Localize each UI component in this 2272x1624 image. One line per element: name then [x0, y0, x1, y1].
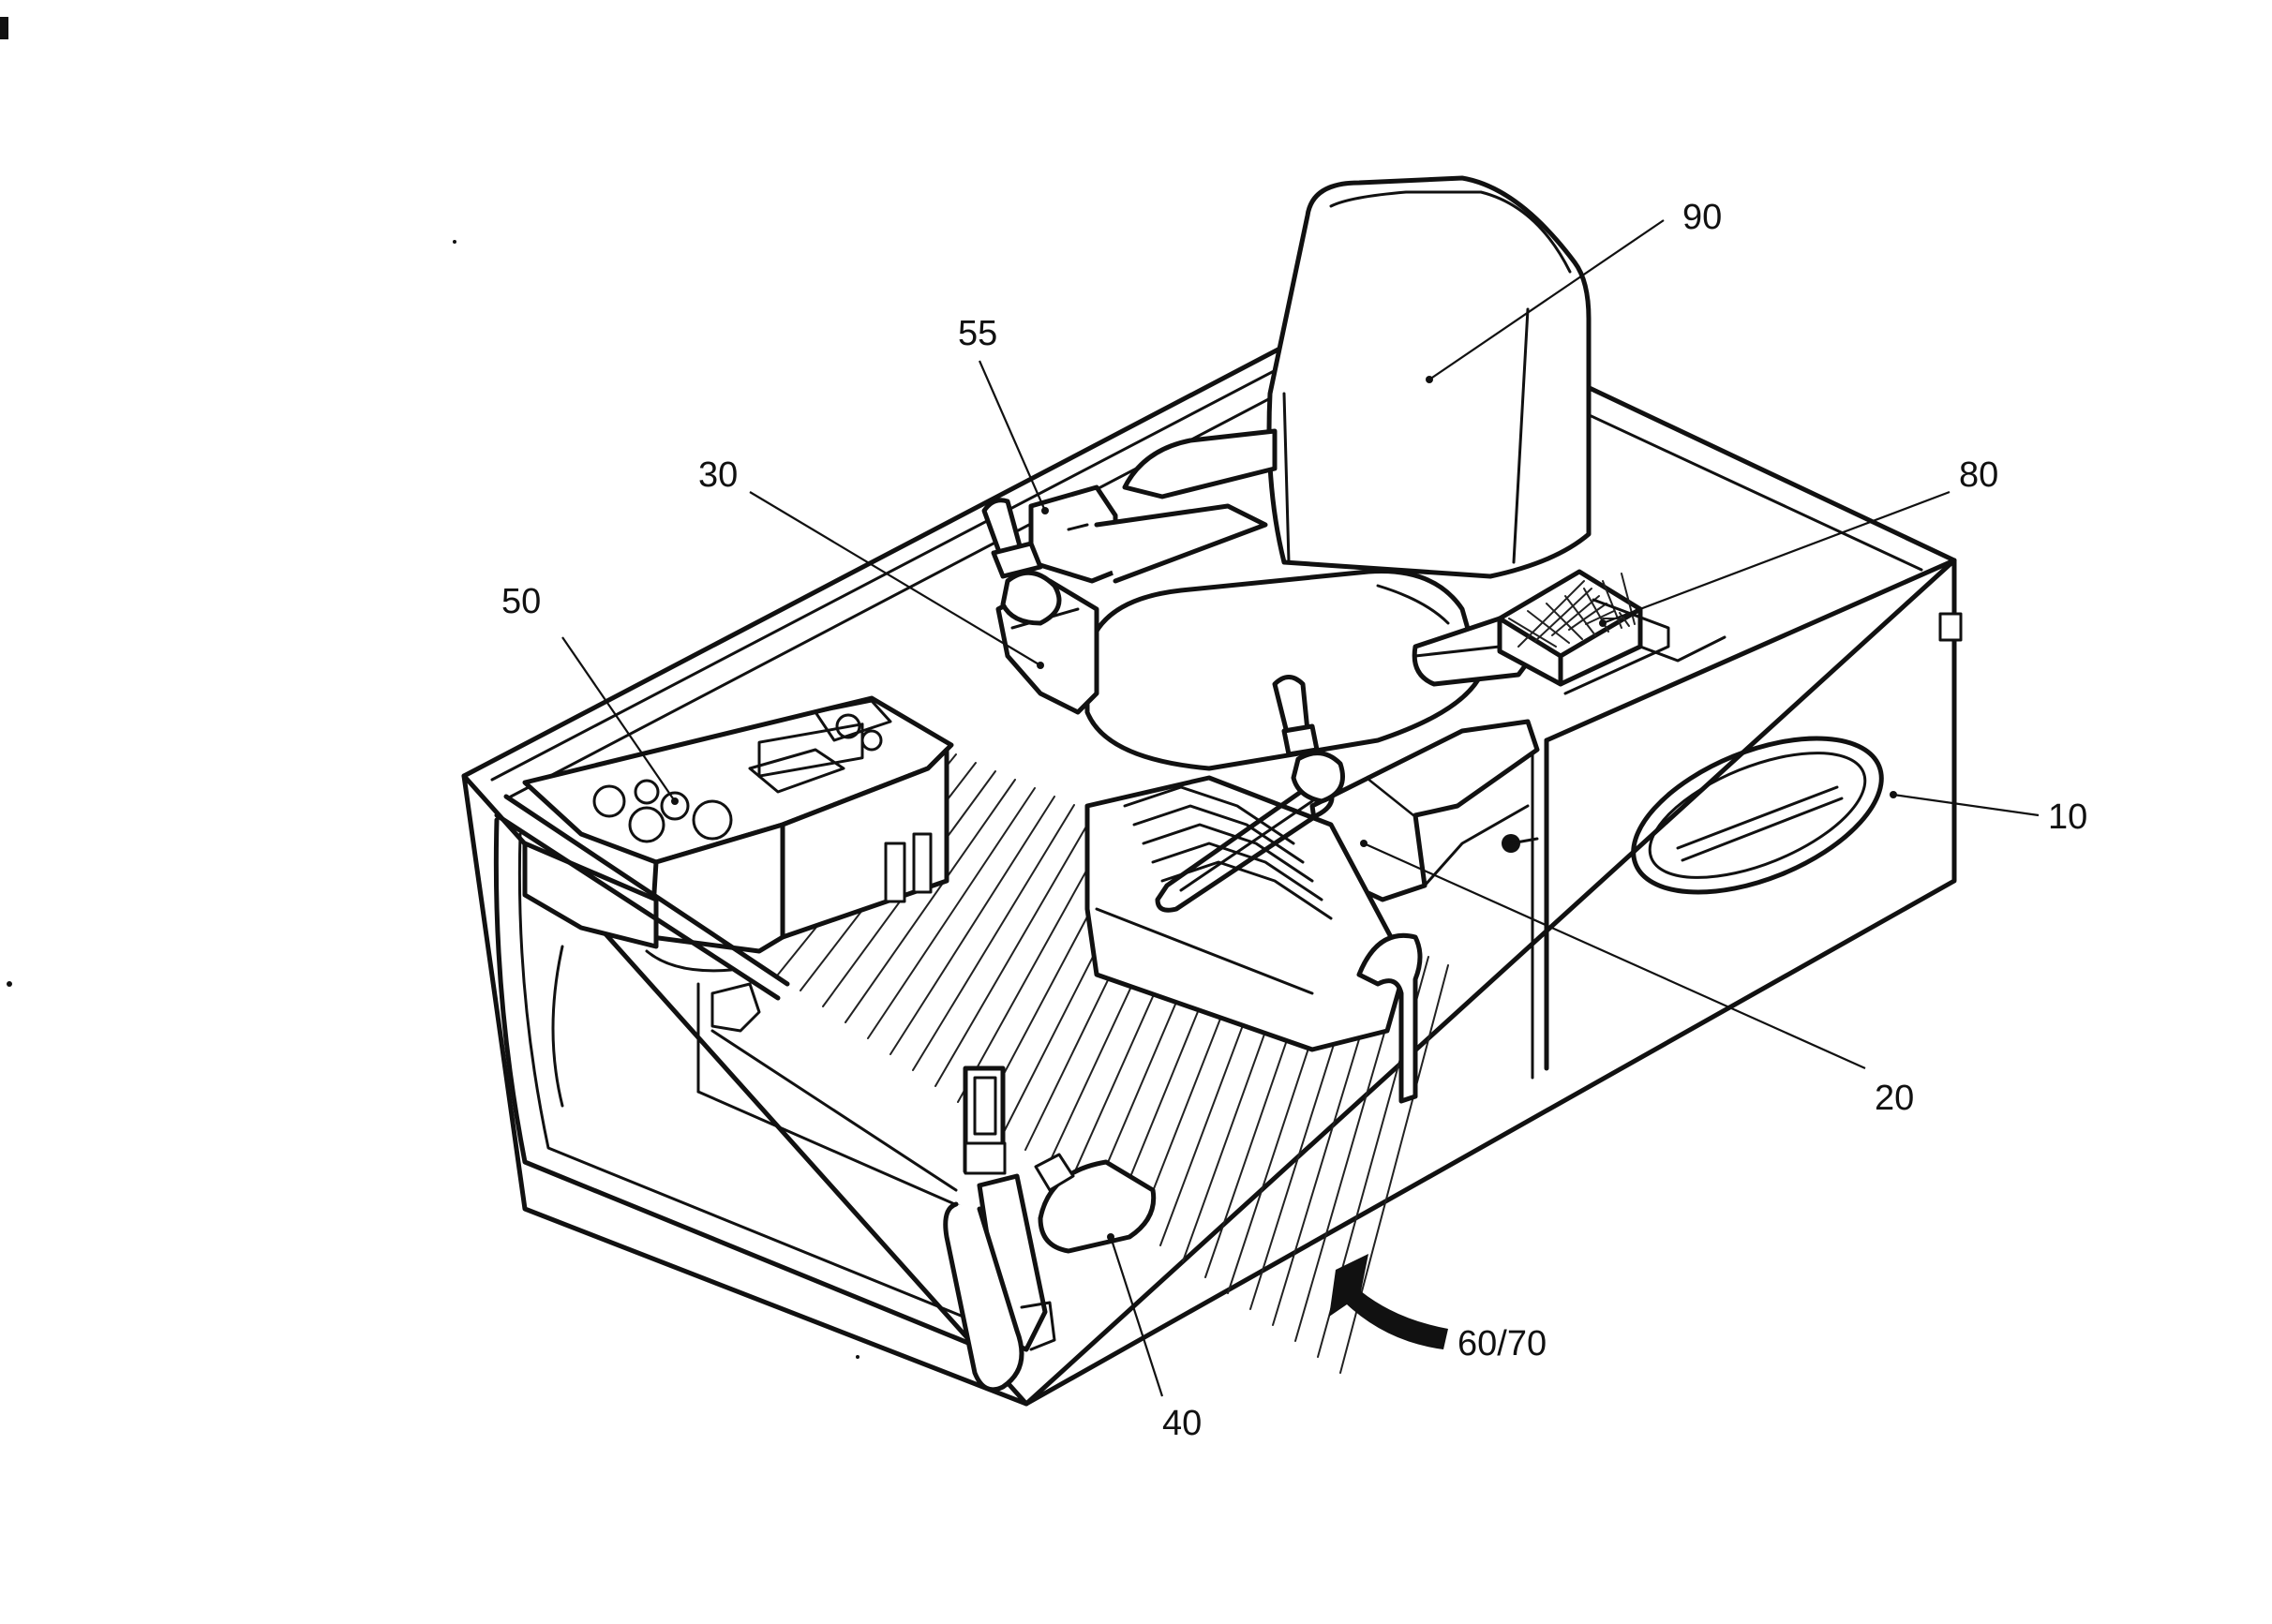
right-joystick [1272, 675, 1345, 804]
ref-seat-base: 20 [1875, 1079, 1915, 1118]
mesh-line [1517, 580, 1585, 648]
mesh-line [1546, 603, 1583, 640]
ref-armrest-box: 55 [958, 314, 998, 353]
foot-lever [943, 1065, 1056, 1393]
instrument-panel [494, 695, 954, 1001]
floor-pedal [1034, 1153, 1157, 1254]
seat-base [1084, 775, 1423, 1104]
mesh-line [1619, 612, 1630, 627]
mesh-line [1527, 610, 1570, 644]
control-box-mesh [1508, 573, 1636, 648]
cab-right-panel [1502, 558, 1963, 1080]
left-armrest [1028, 428, 1278, 584]
mesh-line [1585, 610, 1615, 625]
seat-cushion [1084, 569, 1484, 771]
right-armrest [1412, 569, 1726, 695]
ref-instrument-panel: 50 [501, 582, 542, 621]
ref-left-console: 30 [698, 455, 739, 495]
mesh-line [1534, 588, 1592, 642]
floor-slat [912, 804, 1075, 1071]
ref-travel-direction: 60/70 [1457, 1324, 1547, 1363]
floor-slat [845, 779, 1016, 1023]
mesh-line [1568, 603, 1607, 631]
ref-seat-back: 90 [1682, 198, 1723, 237]
floor-slat [934, 812, 1095, 1087]
mesh-line [1602, 580, 1622, 629]
leader-lines [561, 219, 2040, 1397]
travel-direction-arrow [1329, 1254, 1448, 1349]
ref-cab: 10 [2048, 797, 2088, 837]
floor-slat [889, 796, 1055, 1055]
scan-specks [0, 17, 859, 1359]
mesh-line [1564, 595, 1596, 636]
left-joystick [981, 498, 1062, 626]
ref-right-control-box: 80 [1959, 455, 1999, 495]
floor-slat [867, 787, 1036, 1039]
left-inner-wall [696, 982, 967, 1211]
ref-floor-pedal: 40 [1162, 1404, 1203, 1443]
